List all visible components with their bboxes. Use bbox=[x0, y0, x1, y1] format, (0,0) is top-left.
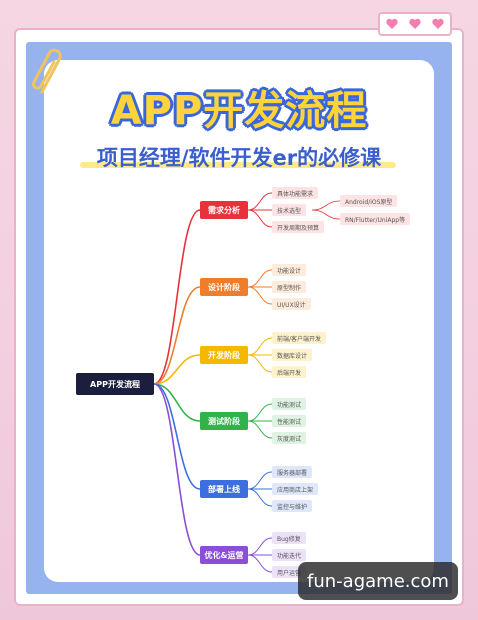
heart-icon bbox=[386, 18, 398, 29]
subtitle-highlight bbox=[80, 162, 396, 168]
leaf-node: UI/UX设计 bbox=[272, 298, 311, 310]
page-title: APP开发流程 bbox=[110, 88, 368, 134]
leaf-node: 服务器部署 bbox=[272, 466, 313, 478]
watermark: fun-agame.com bbox=[298, 562, 458, 600]
leaf-node: Bug修复 bbox=[272, 532, 306, 544]
sub-leaf-node: Android/iOS原型 bbox=[340, 195, 398, 207]
connector-line bbox=[247, 488, 273, 507]
leaf-node: 后端开发 bbox=[272, 366, 307, 378]
hearts-tab bbox=[378, 12, 452, 36]
leaf-node: 具体功能需求 bbox=[272, 187, 319, 199]
connector-line bbox=[247, 537, 273, 556]
connector-line bbox=[247, 554, 273, 573]
branch-node: 设计阶段 bbox=[200, 278, 248, 296]
leaf-node: 性能测试 bbox=[272, 415, 307, 427]
branch-node: 需求分析 bbox=[200, 201, 248, 219]
leaf-node: 应用商店上架 bbox=[272, 483, 319, 495]
branch-node: 优化&运营 bbox=[200, 546, 248, 564]
connector-line bbox=[247, 269, 273, 288]
connector-line bbox=[153, 383, 201, 490]
mindmap-root: APP开发流程 bbox=[76, 373, 154, 395]
connector-line bbox=[311, 209, 341, 220]
connector-line bbox=[153, 383, 201, 556]
connector-line bbox=[153, 354, 201, 385]
leaf-node: 前端/客户端开发 bbox=[272, 332, 327, 344]
leaf-node: 监控与维护 bbox=[272, 500, 313, 512]
leaf-node: 功能测试 bbox=[272, 398, 307, 410]
connector-line bbox=[247, 286, 273, 305]
connector-line bbox=[247, 337, 273, 356]
leaf-node: 用户运营 bbox=[272, 566, 307, 578]
leaf-node: 数据库设计 bbox=[272, 349, 313, 361]
heart-icon bbox=[432, 18, 444, 29]
connector-line bbox=[247, 192, 273, 211]
connector-line bbox=[247, 354, 273, 373]
connector-line bbox=[247, 420, 273, 439]
heart-icon bbox=[409, 18, 421, 29]
branch-node: 测试阶段 bbox=[200, 412, 248, 430]
connector-line bbox=[153, 209, 201, 385]
leaf-node: 功能设计 bbox=[272, 264, 307, 276]
branch-node: 开发阶段 bbox=[200, 346, 248, 364]
leaf-node: 灰度测试 bbox=[272, 432, 307, 444]
connector-line bbox=[153, 383, 201, 422]
leaf-node: 技术选型 bbox=[272, 204, 307, 216]
connector-line bbox=[247, 403, 273, 422]
connector-line bbox=[153, 286, 201, 385]
leaf-node: 原型制作 bbox=[272, 281, 307, 293]
branch-node: 部署上线 bbox=[200, 480, 248, 498]
sub-leaf-node: RN/Flutter/UniApp等 bbox=[340, 213, 411, 225]
leaf-node: 功能迭代 bbox=[272, 549, 307, 561]
connector-line bbox=[311, 200, 341, 211]
connector-line bbox=[247, 471, 273, 490]
paperclip-icon bbox=[32, 48, 62, 94]
leaf-node: 开发周期及预算 bbox=[272, 221, 325, 233]
connector-line bbox=[247, 209, 273, 228]
page-subtitle: 项目经理/软件开发er的必修课 bbox=[96, 146, 382, 170]
